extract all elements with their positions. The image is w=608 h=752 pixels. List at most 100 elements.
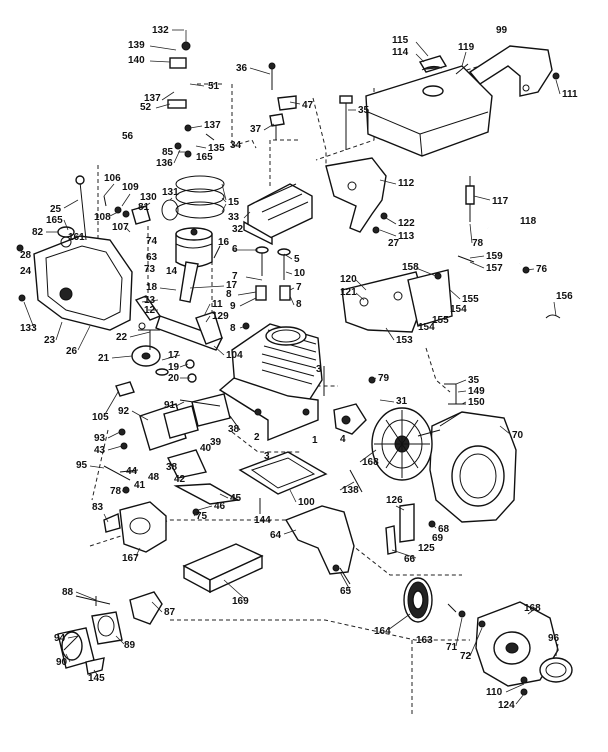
callout-25: 25 [50, 204, 62, 215]
callout-165: 165 [46, 215, 63, 226]
callout-94: 94 [54, 633, 66, 644]
callout-26: 26 [66, 346, 78, 357]
callout-20: 20 [168, 373, 180, 384]
callout-92: 92 [118, 406, 130, 417]
callout-88: 88 [62, 587, 74, 598]
callout-41: 41 [134, 480, 146, 491]
callout-1: 1 [312, 435, 318, 446]
callout-130: 130 [140, 192, 157, 203]
callout-121: 121 [340, 287, 357, 298]
callout-72: 72 [460, 651, 472, 662]
callout-137: 137 [204, 120, 221, 131]
callout-73: 73 [144, 264, 156, 275]
callout-90: 90 [56, 657, 68, 668]
callout-17: 17 [226, 280, 238, 291]
callout-83: 83 [92, 502, 104, 513]
callout-10: 10 [294, 268, 306, 279]
callout-156: 156 [556, 291, 573, 302]
callout-105: 105 [92, 412, 109, 423]
callout-138: 138 [342, 485, 359, 496]
engine-block [218, 323, 323, 442]
callout-113: 113 [398, 231, 415, 242]
callout-46: 46 [214, 501, 226, 512]
callout-129: 129 [212, 311, 229, 322]
callout-144: 144 [254, 515, 271, 526]
callout-112: 112 [398, 178, 415, 189]
callout-82: 82 [32, 227, 44, 238]
callout-154: 154 [450, 304, 467, 315]
callout-44: 44 [126, 466, 138, 477]
callout-75: 75 [196, 511, 208, 522]
callout-125: 125 [418, 543, 435, 554]
exhaust-bracket-112 [325, 157, 387, 233]
callout-35: 35 [468, 375, 480, 386]
heat-shield-154 [407, 269, 453, 327]
callout-34: 34 [230, 140, 242, 151]
crankcase-cover [33, 175, 133, 331]
callout-109: 109 [122, 182, 139, 193]
callout-56: 56 [122, 131, 134, 142]
callout-124: 124 [498, 700, 515, 711]
callout-3: 3 [264, 451, 270, 462]
callout-15: 15 [228, 197, 240, 208]
callout-110: 110 [486, 687, 503, 698]
callout-71: 71 [446, 642, 458, 653]
callout-150: 150 [468, 397, 485, 408]
callout-45: 45 [230, 493, 242, 504]
callout-19: 19 [168, 362, 180, 373]
callout-70: 70 [512, 430, 524, 441]
ignition-coil [333, 403, 367, 435]
fuel-line-118 [487, 226, 528, 265]
carburetor [103, 501, 167, 553]
callout-4: 4 [340, 434, 346, 445]
callout-38: 38 [228, 424, 240, 435]
callout-117: 117 [492, 196, 509, 207]
callout-16: 16 [218, 237, 230, 248]
shroud-64 [284, 505, 355, 575]
callout-74: 74 [146, 236, 158, 247]
callout-158: 158 [402, 262, 419, 273]
callout-106: 106 [104, 173, 121, 184]
callout-18: 18 [146, 282, 158, 293]
callout-161: 161 [68, 232, 85, 243]
callout-167: 167 [122, 553, 139, 564]
callout-139: 139 [128, 40, 145, 51]
callout-126: 126 [386, 495, 403, 506]
callout-140: 140 [128, 55, 145, 66]
callout-48: 48 [148, 472, 160, 483]
callout-28: 28 [20, 250, 32, 261]
callout-7: 7 [296, 282, 302, 293]
callout-52: 52 [140, 102, 152, 113]
callout-132: 132 [152, 25, 169, 36]
callout-122: 122 [398, 218, 415, 229]
callout-131: 131 [162, 187, 179, 198]
callout-65: 65 [340, 586, 352, 597]
callout-163: 163 [416, 635, 433, 646]
callout-24: 24 [20, 266, 32, 277]
callout-87: 87 [164, 607, 176, 618]
callout-33: 33 [228, 212, 240, 223]
callout-66: 66 [404, 554, 416, 565]
callout-149: 149 [468, 386, 485, 397]
starter-housing-168 [475, 601, 559, 687]
callout-8: 8 [226, 289, 232, 300]
callout-8: 8 [296, 299, 302, 310]
callout-96: 96 [548, 633, 560, 644]
callout-155: 155 [432, 315, 449, 326]
callout-69: 69 [432, 533, 444, 544]
callout-169: 169 [232, 596, 249, 607]
fuel-tank [365, 55, 493, 157]
callout-68: 68 [438, 524, 450, 535]
callout-95: 95 [76, 460, 88, 471]
callout-104: 104 [226, 350, 243, 361]
callout-153: 153 [396, 335, 413, 346]
callout-91: 91 [164, 400, 176, 411]
callout-35: 35 [358, 105, 370, 116]
blower-housing-70 [429, 411, 517, 523]
callout-133: 133 [20, 323, 37, 334]
callout-36: 36 [236, 63, 248, 74]
callout-78: 78 [472, 238, 484, 249]
callout-155: 155 [462, 294, 479, 305]
callout-93: 93 [94, 433, 106, 444]
